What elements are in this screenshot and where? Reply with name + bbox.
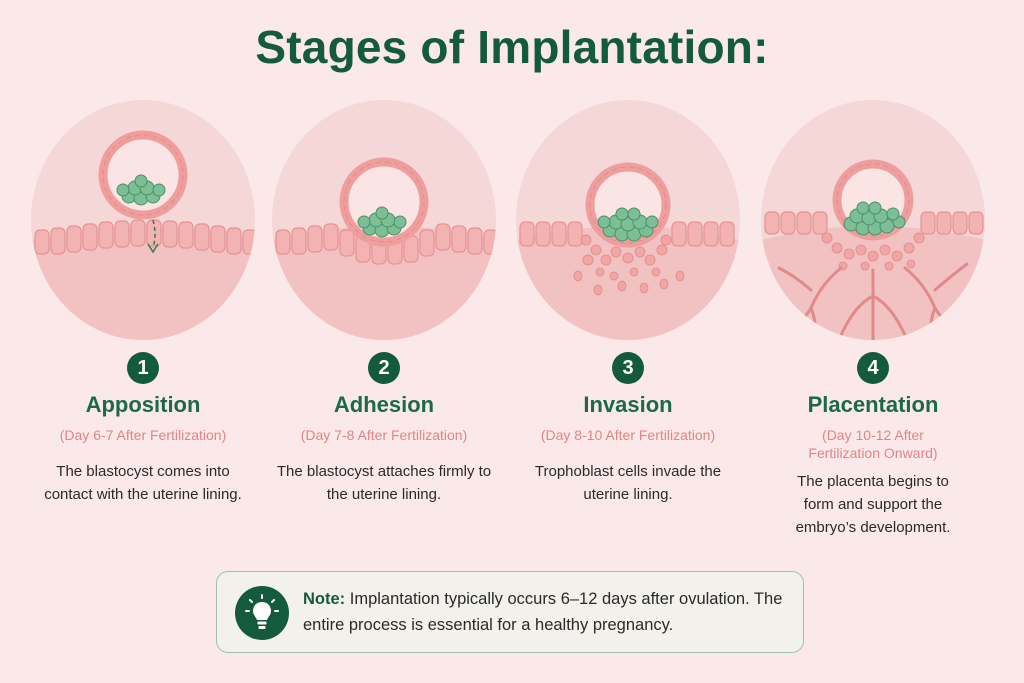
note-box: Note: Implantation typically occurs 6–12… <box>216 571 804 653</box>
stage-invasion: 3 Invasion (Day 8-10 After Fertilization… <box>510 100 746 550</box>
page-title: Stages of Implantation: <box>255 21 769 73</box>
stage-name: Apposition <box>85 392 201 417</box>
stage-description: The blastocyst comes into contact with t… <box>44 463 242 503</box>
stage-name: Invasion <box>583 392 673 417</box>
stage-description: The blastocyst attaches firmly to the ut… <box>276 463 492 503</box>
invasion-illustration <box>516 100 740 340</box>
stage-adhesion: 2 Adhesion (Day 7-8 After Fertilization)… <box>266 100 502 550</box>
step-number: 4 <box>857 352 889 384</box>
apposition-illustration <box>31 100 255 340</box>
stage-days: (Day 6-7 After Fertilization) <box>59 427 227 443</box>
note-label: Note: <box>303 590 346 608</box>
stage-apposition: 1 Apposition (Day 6-7 After Fertilizatio… <box>25 100 261 550</box>
lightbulb-icon <box>235 586 289 640</box>
adhesion-illustration <box>272 100 496 340</box>
step-number: 2 <box>368 352 400 384</box>
stage-days: (Day 7-8 After Fertilization) <box>300 427 468 443</box>
stage-placentation: 4 Placentation (Day 10-12 After Fertiliz… <box>755 100 991 550</box>
note-body: Implantation typically occurs 6–12 days … <box>303 590 783 634</box>
placentation-illustration <box>761 100 985 340</box>
stage-days: (Day 8-10 After Fertilization) <box>540 427 716 443</box>
note-text: Note: Implantation typically occurs 6–12… <box>303 586 793 638</box>
stage-name: Placentation <box>807 392 939 417</box>
stage-description: The placenta begins to form and support … <box>795 473 951 536</box>
step-number: 3 <box>612 352 644 384</box>
stage-days: (Day 10-12 After Fertilization Onward) <box>808 427 938 461</box>
stage-description: Trophoblast cells invade the uterine lin… <box>534 463 722 503</box>
stage-name: Adhesion <box>333 392 435 417</box>
step-number: 1 <box>127 352 159 384</box>
